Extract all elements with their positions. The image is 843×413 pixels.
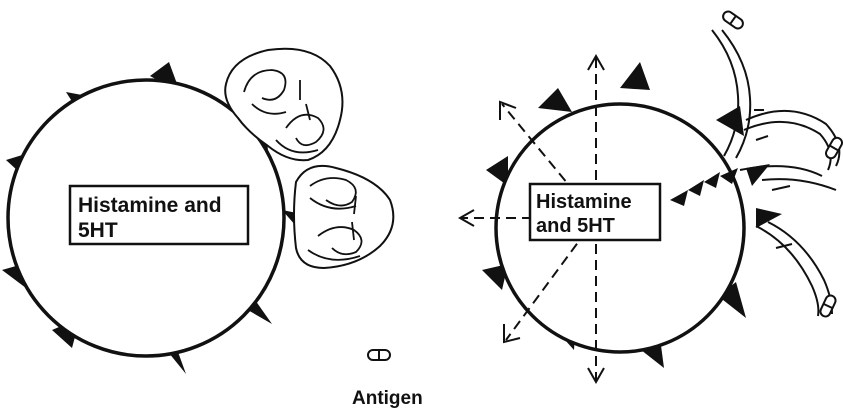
right-mast-cell: Histamine and 5HT (460, 10, 843, 382)
left-mast-cell: Histamine and 5HT (2, 49, 393, 374)
antigen-icon (368, 350, 390, 360)
receptor-spike (716, 106, 744, 136)
receptor-spike (538, 88, 572, 112)
antigen-icon (819, 294, 837, 318)
right-cell-label-box: Histamine and 5HT (530, 184, 660, 240)
left-cell-label-box: Histamine and 5HT (70, 186, 248, 244)
receptor-spike (620, 62, 650, 90)
antigen-icon (721, 10, 745, 31)
right-cell-label-line2: and 5HT (536, 215, 615, 237)
antigen-legend: Antigen (352, 350, 423, 409)
left-cell-label-line2: 5HT (78, 219, 118, 242)
left-cell-label-line1: Histamine and (78, 194, 222, 217)
antigen-icon (824, 136, 843, 160)
antigen-label: Antigen (352, 388, 423, 409)
right-cell-label-line1: Histamine (536, 191, 632, 213)
receptor-spike (756, 208, 782, 228)
complex-lower (294, 166, 393, 268)
